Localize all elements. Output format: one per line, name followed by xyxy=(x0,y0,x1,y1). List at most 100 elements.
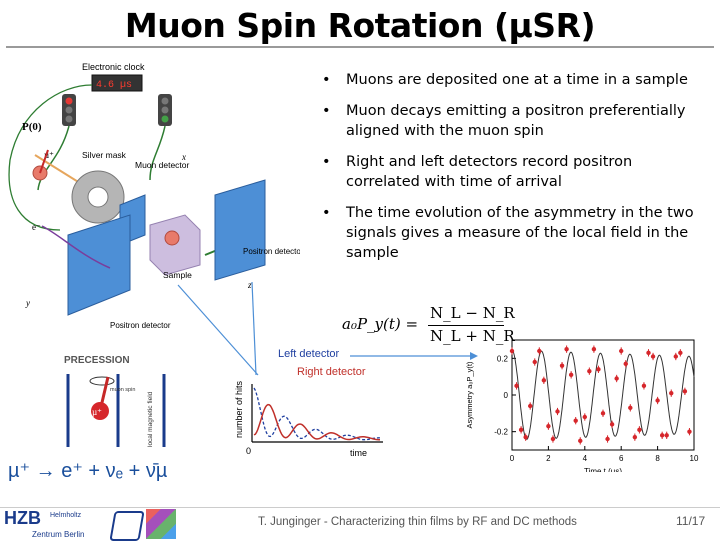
data-point xyxy=(614,376,619,381)
slide-title: Muon Spin Rotation (µSR) xyxy=(124,6,596,45)
clock-display: 4.6 µs xyxy=(96,80,132,91)
bullet-item: Right and left detectors record positron… xyxy=(322,152,702,192)
data-point xyxy=(568,372,574,378)
data-point xyxy=(664,433,669,438)
bullet-item: Muons are deposited one at a time in a s… xyxy=(322,70,702,90)
y-axis-label: Asymmetry a₀P_y(t) xyxy=(465,361,474,428)
fit-curve xyxy=(511,349,695,440)
electron-label: e⁻ xyxy=(32,222,41,232)
hzb-logo-mark: HZB xyxy=(4,508,41,528)
left-detector-label: Left detector xyxy=(278,348,340,360)
x-tick-label: 6 xyxy=(619,454,624,463)
data-point xyxy=(573,418,578,423)
silver-mask-label: Silver mask xyxy=(82,150,127,160)
y-tick-label: 0 xyxy=(504,391,509,400)
footer-rule xyxy=(0,507,720,508)
data-point xyxy=(596,367,601,372)
data-point xyxy=(518,427,524,433)
x-axis-label: x xyxy=(181,152,186,162)
spin-arrow-icon xyxy=(39,149,49,174)
formula-lhs: a₀P_y(t) = xyxy=(342,315,419,333)
data-point xyxy=(600,411,606,416)
bullet-item: The time evolution of the asymmetry in t… xyxy=(322,203,702,263)
traffic-light-right xyxy=(158,94,172,126)
signal-wire-icon xyxy=(8,84,93,231)
signal-wire-icon xyxy=(149,125,166,181)
data-point xyxy=(623,361,628,367)
data-point xyxy=(609,422,615,427)
right-detector-label: Right detector xyxy=(297,366,366,378)
precession-title: PRECESSION xyxy=(64,355,130,366)
data-point xyxy=(546,423,551,429)
y-axis-label: y xyxy=(25,298,30,308)
positron-detector-right-icon xyxy=(214,179,266,281)
data-point xyxy=(628,405,633,411)
muon-in-sample-icon xyxy=(164,230,180,246)
mu-label: µ⁺ xyxy=(44,150,54,160)
sample-label: Sample xyxy=(163,270,192,280)
x-tick-label: 4 xyxy=(583,454,588,463)
data-point xyxy=(659,433,665,438)
y-tick-label: -0.2 xyxy=(494,428,508,437)
local-field-label: local magnetic field xyxy=(147,391,154,447)
data-point xyxy=(559,363,565,368)
precession-panel: PRECESSION µ⁺ muon spin local magnetic f… xyxy=(60,355,170,450)
right-detector-curve xyxy=(253,403,380,441)
precession-orbit-icon xyxy=(89,376,115,386)
positron-detector-left-icon xyxy=(67,214,131,316)
precession-diagram: µ⁺ muon spin local magnetic field xyxy=(66,374,166,447)
data-point xyxy=(637,427,642,433)
mask-hole-icon xyxy=(87,186,109,208)
data-point xyxy=(509,348,515,354)
data-point xyxy=(655,398,660,403)
data-point xyxy=(578,438,583,444)
x-tick-label: 0 xyxy=(510,454,515,463)
clock-label: Electronic clock xyxy=(82,62,145,72)
data-point xyxy=(514,383,519,389)
detector-hits-plot: number of hits time 0 xyxy=(234,380,383,458)
hits-ylabel: number of hits xyxy=(234,380,244,438)
page-number: 11/17 xyxy=(676,514,706,528)
data-point xyxy=(528,403,533,409)
x-tick-label: 10 xyxy=(690,454,699,463)
hits-origin: 0 xyxy=(246,446,251,456)
hzb-logo-line2: Zentrum Berlin xyxy=(32,530,85,539)
sample-icon xyxy=(149,214,201,276)
positron-detector-left-label: Positron detector xyxy=(110,321,171,330)
title-underline xyxy=(6,46,714,48)
data-point xyxy=(532,359,537,365)
bullet-list: Muons are deposited one at a time in a s… xyxy=(322,70,702,274)
data-point xyxy=(641,383,647,389)
traffic-light-left xyxy=(62,94,76,126)
x-tick-label: 8 xyxy=(655,454,660,463)
decay-equation: µ⁺ → e⁺ + νₑ + ν̄µ xyxy=(8,460,168,482)
data-point xyxy=(591,346,597,352)
data-point xyxy=(669,390,674,396)
hits-xlabel: time xyxy=(350,448,367,458)
p0-label: P(0) xyxy=(22,121,42,133)
setup-diagram: Electronic clock 4.6 µs P(0) µ⁺ Silver m… xyxy=(8,62,300,330)
bullet-item: Muon decays emitting a positron preferen… xyxy=(322,101,702,141)
x-tick-label: 2 xyxy=(546,454,551,463)
data-point xyxy=(582,414,587,420)
data-point xyxy=(541,378,547,383)
data-point xyxy=(523,434,528,440)
partner-logo-icon xyxy=(146,509,176,539)
spin-label: muon spin xyxy=(110,387,135,393)
data-point xyxy=(555,409,560,414)
signal-wire-icon xyxy=(37,125,70,191)
data-point xyxy=(632,434,638,440)
muon-detector-label: Muon detector xyxy=(135,160,190,170)
data-point xyxy=(605,436,610,442)
formula-denominator: N_L + N_R xyxy=(430,327,515,345)
hzb-logo-line1: Helmholtz xyxy=(50,512,82,519)
data-point xyxy=(687,429,692,434)
data-point xyxy=(650,354,656,359)
electron-path-icon xyxy=(41,225,111,269)
data-point xyxy=(564,346,569,352)
muon-icon xyxy=(91,402,109,420)
data-point xyxy=(587,368,592,374)
data-point xyxy=(537,348,542,354)
data-point xyxy=(619,348,624,354)
